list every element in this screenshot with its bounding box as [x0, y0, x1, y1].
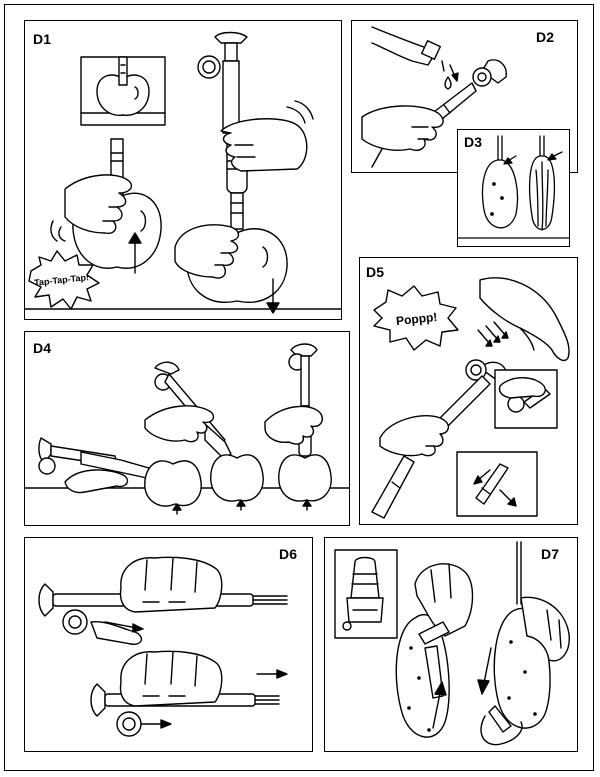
panel-label-d1: D1	[33, 31, 52, 47]
d1-illustration	[25, 21, 342, 320]
panel-label-d3: D3	[464, 134, 483, 150]
d7-illustration	[325, 538, 578, 752]
d4-illustration	[25, 332, 350, 526]
page-frame	[4, 4, 594, 771]
panel-label-d7: D7	[541, 546, 560, 562]
d6-illustration	[25, 538, 313, 752]
panel-label-d4: D4	[33, 340, 52, 356]
panel-label-d5: D5	[366, 264, 385, 280]
panel-d4: D4	[24, 331, 350, 526]
panel-label-d6: D6	[279, 546, 298, 562]
panel-d1: D1	[24, 20, 342, 320]
d2-illustration	[352, 21, 578, 173]
panel-d6: D6	[24, 537, 313, 752]
panel-d7: D7	[324, 537, 578, 752]
panel-d5: D5	[359, 257, 578, 525]
panel-label-d2: D2	[536, 29, 555, 45]
d5-illustration	[360, 258, 578, 525]
d3-illustration	[458, 130, 570, 247]
panel-d3: D3	[457, 129, 570, 247]
